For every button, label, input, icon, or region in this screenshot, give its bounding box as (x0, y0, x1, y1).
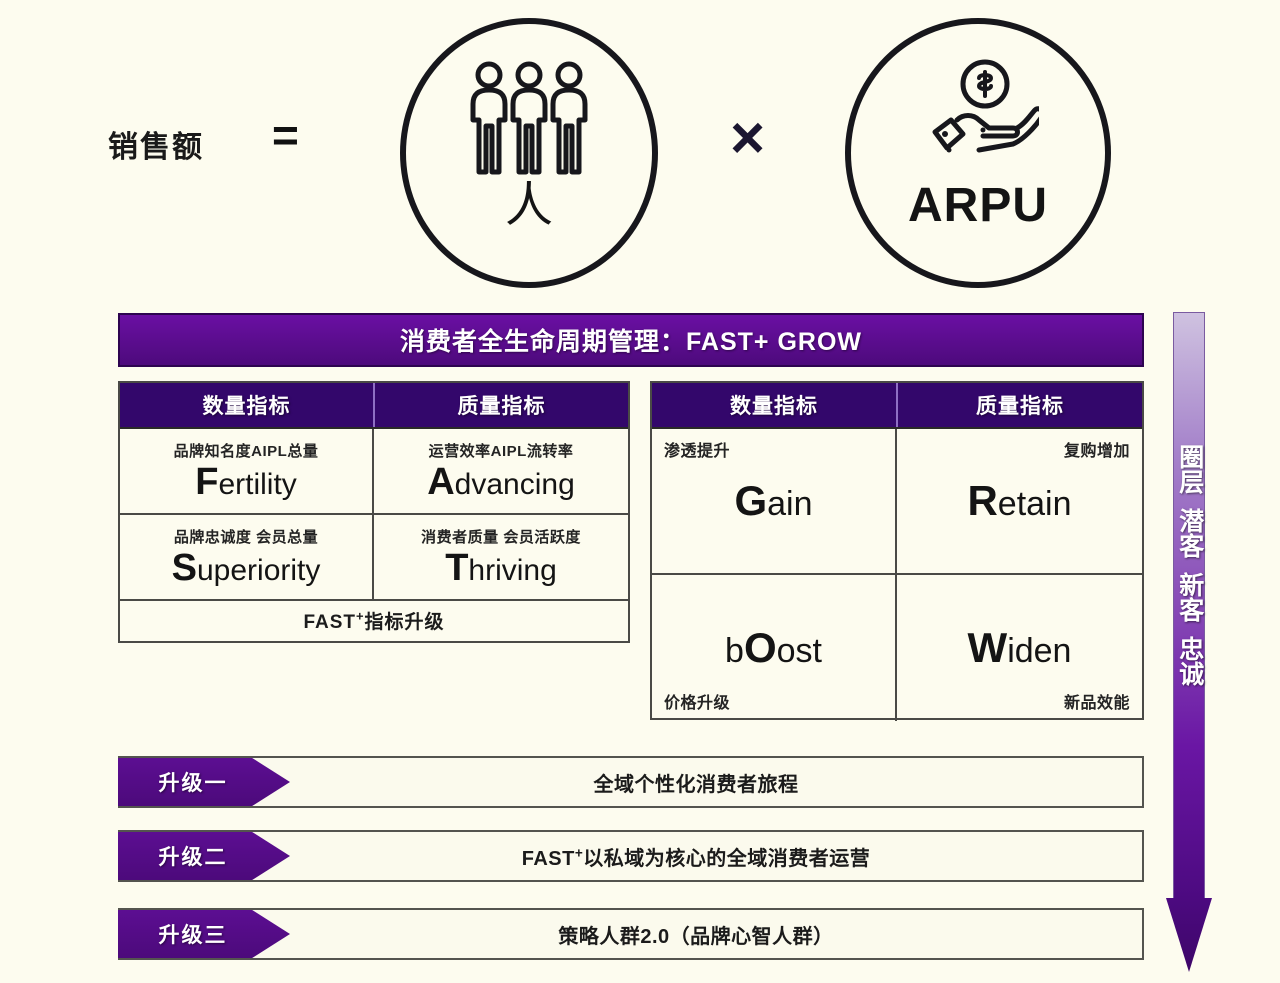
upgrade-chevron-2: 升级二 (118, 832, 290, 880)
upgrade-text-2: FAST+以私域为核心的全域消费者运营 (290, 842, 1142, 871)
fast-cell-fertility-term: Fertility (195, 460, 297, 503)
fast-cell-advancing-term: Advancing (427, 460, 575, 503)
upgrade-text-2-post: 以私域为核心的全域消费者运营 (583, 847, 871, 870)
retain-rest: etain (997, 484, 1072, 523)
fast-cell-fertility: 品牌知名度AIPL总量 Fertility (120, 429, 374, 515)
gain-rest: ain (767, 484, 813, 523)
fast-upgrade-pre: FAST (303, 611, 356, 633)
fast-cell-fertility-sub: 品牌知名度AIPL总量 (173, 442, 319, 460)
fast-cell-advancing: 运营效率AIPL流转率 Advancing (374, 429, 628, 515)
upgrade-row-2: 升级二 FAST+以私域为核心的全域消费者运营 (118, 830, 1144, 882)
superiority-rest: uperiority (196, 553, 321, 587)
upgrade-text-1: 全域个性化消费者旅程 (593, 773, 799, 796)
upgrade-text-2-superscript: + (574, 844, 584, 860)
hand-with-coin-icon (917, 58, 1045, 170)
upgrade-chevron-1: 升级一 (118, 758, 290, 806)
grow-cell-boost-label: 价格升级 (664, 695, 731, 712)
fertility-rest: ertility (218, 467, 297, 501)
boost-capital: O (743, 623, 777, 671)
widen-rest: iden (1007, 631, 1072, 670)
fast-cell-superiority-sub: 品牌忠诚度 会员总量 (173, 528, 319, 546)
thriving-rest: hriving (468, 553, 557, 587)
fast-cell-thriving: 消费者质量 会员活跃度 Thriving (374, 515, 628, 601)
widen-capital: W (967, 623, 1008, 671)
fast-cell-advancing-sub: 运营效率AIPL流转率 (428, 442, 574, 460)
lifecycle-banner: 消费者全生命周期管理：FAST+ GROW (118, 313, 1144, 367)
arpu-label: ARPU (907, 179, 1048, 232)
fast-header-quantity: 数量指标 (202, 395, 291, 418)
gain-capital: G (734, 476, 768, 524)
lifecycle-banner-title: 消费者全生命周期管理：FAST+ GROW (400, 328, 862, 356)
advancing-rest: dvancing (454, 467, 575, 501)
fertility-capital: F (195, 460, 219, 503)
advancing-capital: A (427, 460, 455, 503)
grow-table-body: 渗透提升 Gain 复购增加 Retain 价格升级 bOost 新品效能 Wi… (652, 429, 1142, 721)
sales-equation-section: 销售额 = 人 × (0, 0, 1280, 300)
fast-cell-superiority-term: Superiority (171, 546, 321, 589)
funnel-arrow-head (1166, 898, 1212, 972)
arpu-circle: ARPU (845, 18, 1111, 288)
people-character: 人 (504, 179, 553, 232)
upgrade-row-3: 升级三 策略人群2.0（品牌心智人群） (118, 908, 1144, 960)
grow-cell-widen-label: 新品效能 (1063, 695, 1130, 712)
upgrade-text-3: 策略人群2.0（品牌心智人群） (558, 925, 834, 948)
boost-rest: ost (776, 631, 822, 670)
grow-cell-boost: 价格升级 bOost (652, 575, 897, 721)
grow-cell-retain-label: 复购增加 (1063, 443, 1130, 460)
grow-cell-gain: 渗透提升 Gain (652, 429, 897, 575)
grow-header-quality: 质量指标 (896, 383, 1142, 427)
fast-header-quality: 质量指标 (373, 383, 628, 427)
funnel-label-prospect: 潜客 (1175, 508, 1204, 558)
fast-upgrade-superscript: + (356, 608, 365, 624)
grow-cell-boost-term: bOost (725, 623, 822, 671)
funnel-label-circle: 圈层 (1175, 444, 1204, 494)
fast-upgrade-label: FAST+指标升级 (303, 607, 444, 634)
grow-cell-widen-term: Widen (967, 623, 1072, 671)
funnel-arrow: 圈层 潜客 新客 忠诚 (1166, 312, 1212, 972)
upgrade-row-1: 升级一 全域个性化消费者旅程 (118, 756, 1144, 808)
fast-metrics-table: 数量指标 质量指标 品牌知名度AIPL总量 Fertility 运营效率AIPL… (118, 381, 630, 643)
upgrade-chevron-label-2: 升级二 (158, 846, 228, 869)
equals-sign: = (272, 109, 299, 161)
grow-cell-retain: 复购增加 Retain (897, 429, 1142, 575)
fast-table-body: 品牌知名度AIPL总量 Fertility 运营效率AIPL流转率 Advanc… (120, 429, 628, 601)
fast-cell-thriving-term: Thriving (445, 546, 557, 589)
grow-table-header-row: 数量指标 质量指标 (652, 383, 1142, 429)
boost-pre: b (725, 631, 744, 670)
upgrade-text-2-pre: FAST (521, 847, 575, 870)
upgrade-chevron-label-3: 升级三 (158, 924, 228, 947)
fast-upgrade-row: FAST+指标升级 (120, 599, 628, 641)
upgrade-chevron-label-1: 升级一 (158, 772, 228, 795)
funnel-label-new: 新客 (1175, 572, 1204, 622)
grow-cell-gain-label: 渗透提升 (664, 443, 731, 460)
grow-cell-gain-term: Gain (734, 476, 813, 524)
grow-metrics-table: 数量指标 质量指标 渗透提升 Gain 复购增加 Retain 价格升级 bOo… (650, 381, 1144, 721)
three-people-icon (467, 60, 591, 182)
funnel-label-loyal: 忠诚 (1175, 636, 1204, 686)
sales-label: 销售额 (108, 131, 204, 164)
fast-upgrade-post: 指标升级 (364, 611, 445, 633)
fast-table-header-row: 数量指标 质量指标 (120, 383, 628, 429)
fast-cell-superiority: 品牌忠诚度 会员总量 Superiority (120, 515, 374, 601)
multiply-sign: × (730, 104, 766, 171)
fast-cell-thriving-sub: 消费者质量 会员活跃度 (421, 528, 581, 546)
thriving-capital: T (445, 546, 469, 589)
people-circle: 人 (400, 18, 658, 288)
superiority-capital: S (171, 546, 197, 589)
funnel-arrow-labels: 圈层 潜客 新客 忠诚 (1173, 444, 1205, 700)
grow-cell-retain-term: Retain (967, 476, 1072, 524)
retain-capital: R (967, 476, 998, 524)
upgrade-chevron-3: 升级三 (118, 910, 290, 958)
grow-cell-widen: 新品效能 Widen (897, 575, 1142, 721)
grow-header-quantity: 数量指标 (730, 395, 818, 418)
